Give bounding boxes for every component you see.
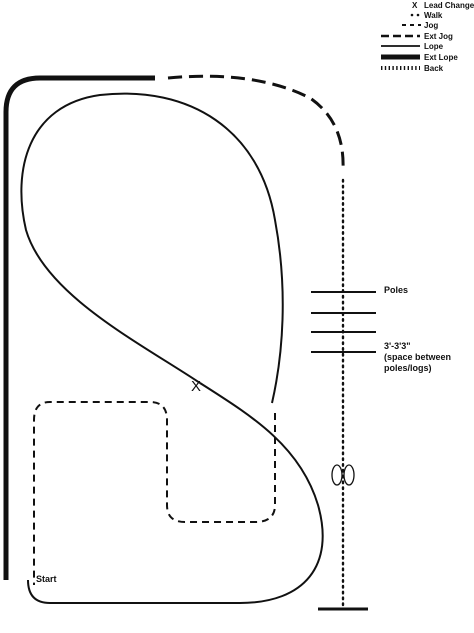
legend-label-lope: Lope xyxy=(424,42,444,51)
legend-item-walk: Walk xyxy=(410,11,443,20)
legend-item-lope: Lope xyxy=(381,42,444,51)
legend-item-ext-lope: Ext Lope xyxy=(381,53,458,62)
legend-symbol-x: X xyxy=(412,1,418,10)
legend-label-jog: Jog xyxy=(424,21,438,30)
lead-change-marker: X xyxy=(191,378,201,395)
legend-item-ext-jog: Ext Jog xyxy=(381,32,453,41)
ext-lope-path xyxy=(3,75,155,580)
lope-upper-loop xyxy=(20,92,284,404)
walk-dot-icon xyxy=(416,13,420,17)
legend-label-lead-change: Lead Change xyxy=(424,1,474,10)
poles-label: Poles xyxy=(384,285,408,295)
turn-around-icon xyxy=(331,464,355,486)
jog-path xyxy=(33,401,276,585)
spacing-label-line1: 3'-3'3" xyxy=(384,341,411,351)
legend-label-ext-lope: Ext Lope xyxy=(424,53,458,62)
legend-item-jog: Jog xyxy=(402,21,438,30)
legend: X Lead Change Walk Jog Ext Jog Lope Ext … xyxy=(381,1,474,73)
spacing-label-line2: (space between xyxy=(384,352,451,362)
lope-lower-loop xyxy=(27,382,324,604)
legend-item-back: Back xyxy=(381,64,444,73)
start-label: Start xyxy=(36,574,57,584)
legend-label-back: Back xyxy=(424,64,444,73)
pattern xyxy=(3,74,368,611)
legend-item-lead-change: X Lead Change xyxy=(412,1,474,10)
legend-label-ext-jog: Ext Jog xyxy=(424,32,453,41)
legend-label-walk: Walk xyxy=(424,11,443,20)
ext-jog-path xyxy=(167,74,345,171)
poles xyxy=(311,291,376,353)
spacing-label-line3: poles/logs) xyxy=(384,363,432,373)
walk-dot-icon xyxy=(410,13,414,17)
